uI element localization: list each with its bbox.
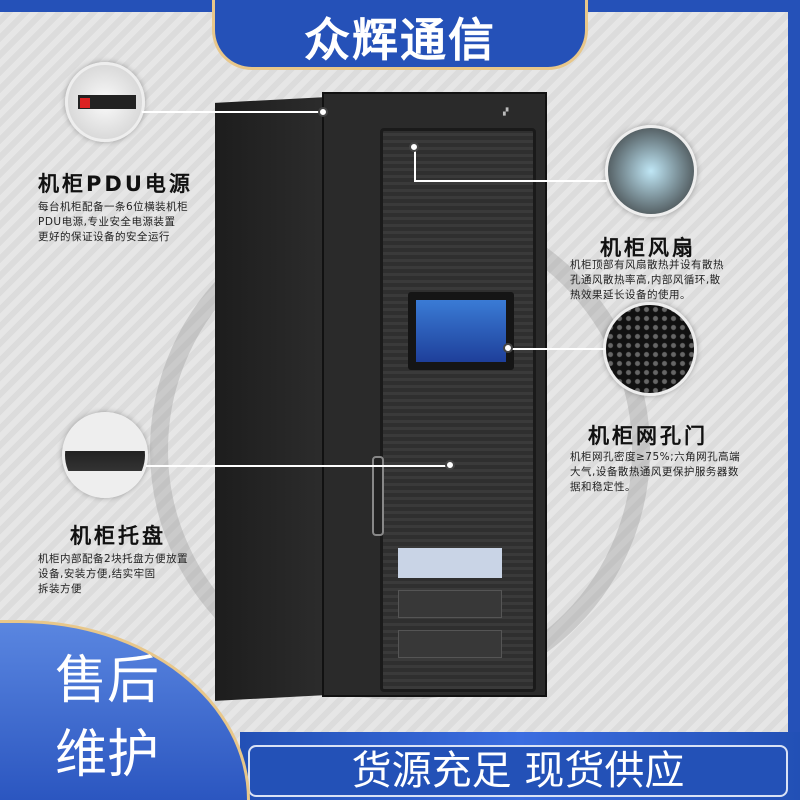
leader-line (146, 465, 449, 467)
brand-title: 众辉通信 (304, 13, 496, 67)
rack-unit (398, 590, 502, 618)
feature-title-fan: 机柜风扇 (600, 236, 696, 260)
leader-line (414, 180, 607, 182)
fan-image (605, 125, 697, 217)
pointer-dot (503, 343, 513, 353)
pointer-dot (318, 107, 328, 117)
tray-image (62, 412, 148, 498)
feature-desc-tray: 机柜内部配备2块托盘方便放置设备,安装方便,结实牢固拆装方便 (38, 553, 189, 595)
leader-line (414, 147, 416, 180)
feature-desc-mesh-door: 机柜网孔密度≥75%;六角网孔高端大气,设备散热通风更保护服务器数据和稳定性。 (570, 451, 741, 493)
leader-line (508, 348, 605, 350)
pointer-dot (409, 142, 419, 152)
slogan-box: 货源充足 现货供应 (248, 745, 788, 797)
leader-line (142, 111, 322, 113)
badge-line-2: 维护 (55, 725, 160, 785)
mesh-door-image (603, 302, 697, 396)
pointer-dot (445, 460, 455, 470)
right-edge-bar (788, 12, 800, 732)
pdu-image (65, 62, 145, 142)
feature-title-mesh-door: 机柜网孔门 (588, 424, 708, 448)
cabinet-touch-screen (408, 292, 514, 370)
cabinet-logo: ▞ (503, 108, 509, 116)
rack-unit (398, 630, 502, 658)
feature-title-tray: 机柜托盘 (70, 524, 166, 548)
door-handle (372, 456, 384, 536)
cabinet-side-panel (215, 97, 325, 701)
feature-desc-fan: 机柜顶部有风扇散热并设有散热孔通风散热率高,内部风循环,散热效果延长设备的使用。 (570, 259, 724, 301)
patch-panel (398, 548, 502, 578)
feature-title-pdu: 机柜PDU电源 (38, 172, 193, 196)
badge-line-1: 售后 (55, 651, 160, 711)
title-tab (212, 0, 588, 70)
